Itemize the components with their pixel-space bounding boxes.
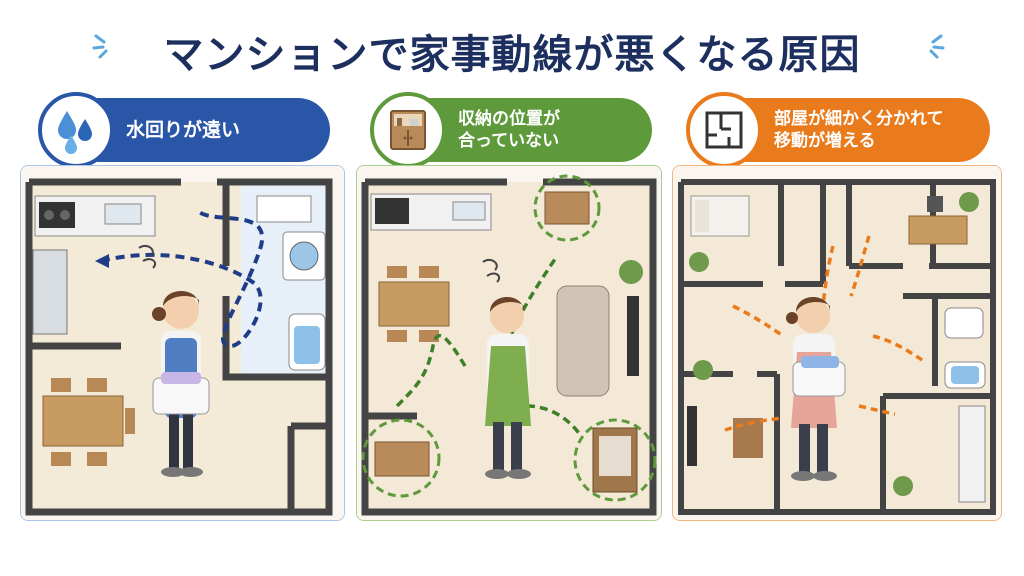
floor-plan-icon [705, 111, 743, 149]
sparkle-left-icon [92, 34, 108, 59]
badge [686, 92, 762, 168]
section-header-storage: 収納の位置が 合っていない [370, 92, 652, 168]
section-header-rooms: 部屋が細かく分かれて 移動が増える [686, 92, 990, 168]
section-label-line-1: 収納の位置が [458, 109, 560, 129]
section-label-line: 水回りが遠い [126, 119, 241, 141]
badge [370, 92, 446, 168]
floor-plan-illustration [673, 166, 1001, 520]
water-drops-icon [58, 111, 92, 154]
floor-plan-panel-storage [356, 165, 662, 521]
section-label-line-2: 合っていない [458, 131, 560, 151]
floor-plan-panel-water [20, 165, 345, 521]
section-label-line-1: 部屋が細かく分かれて [774, 109, 944, 129]
floor-plan-illustration [21, 166, 344, 520]
floor-plan-panel-rooms [672, 165, 1002, 521]
section-header-water: 水回りが遠い [38, 92, 330, 168]
sparkle-right-icon [929, 34, 945, 59]
floor-plan-illustration [357, 166, 661, 520]
badge [38, 92, 114, 168]
page-title: マンションで家事動線が悪くなる原因 [163, 32, 861, 78]
section-label-line-2: 移動が増える [774, 131, 876, 151]
cabinet-icon [390, 110, 426, 150]
